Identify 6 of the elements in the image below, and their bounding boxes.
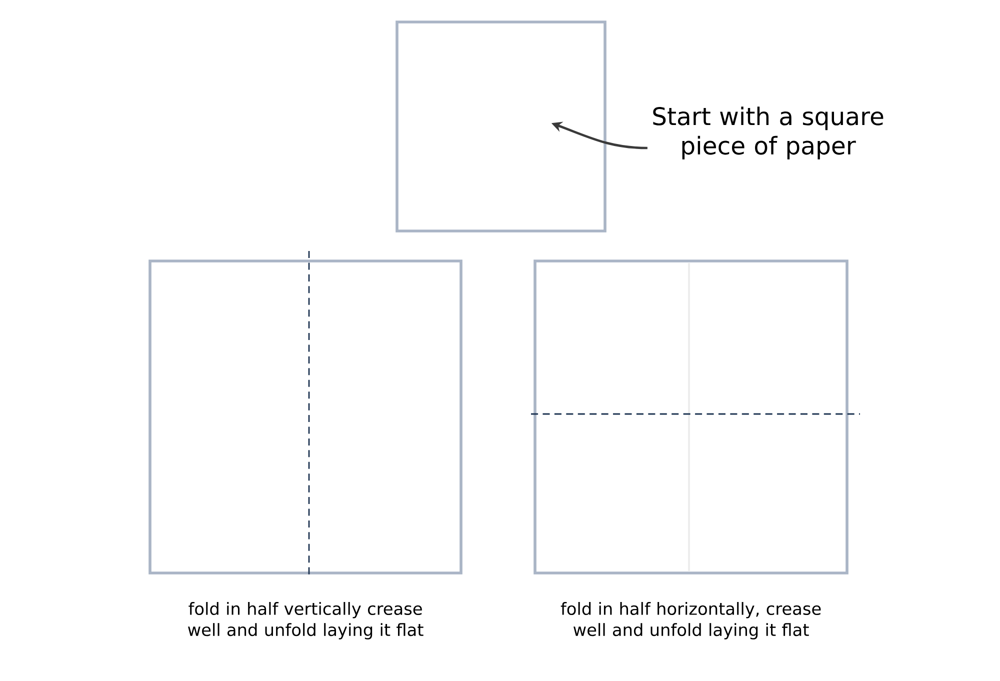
- paper-square: [534, 260, 848, 574]
- instruction-text: fold in half vertically crease well and unfold laying it flat: [188, 602, 424, 640]
- paper-square: [396, 20, 606, 232]
- instruction-text: Start with a square piece of paper: [653, 106, 884, 160]
- instruction-text: fold in half horizontally, crease well and unfold laying it flat: [560, 602, 821, 640]
- paper-square: [148, 260, 462, 574]
